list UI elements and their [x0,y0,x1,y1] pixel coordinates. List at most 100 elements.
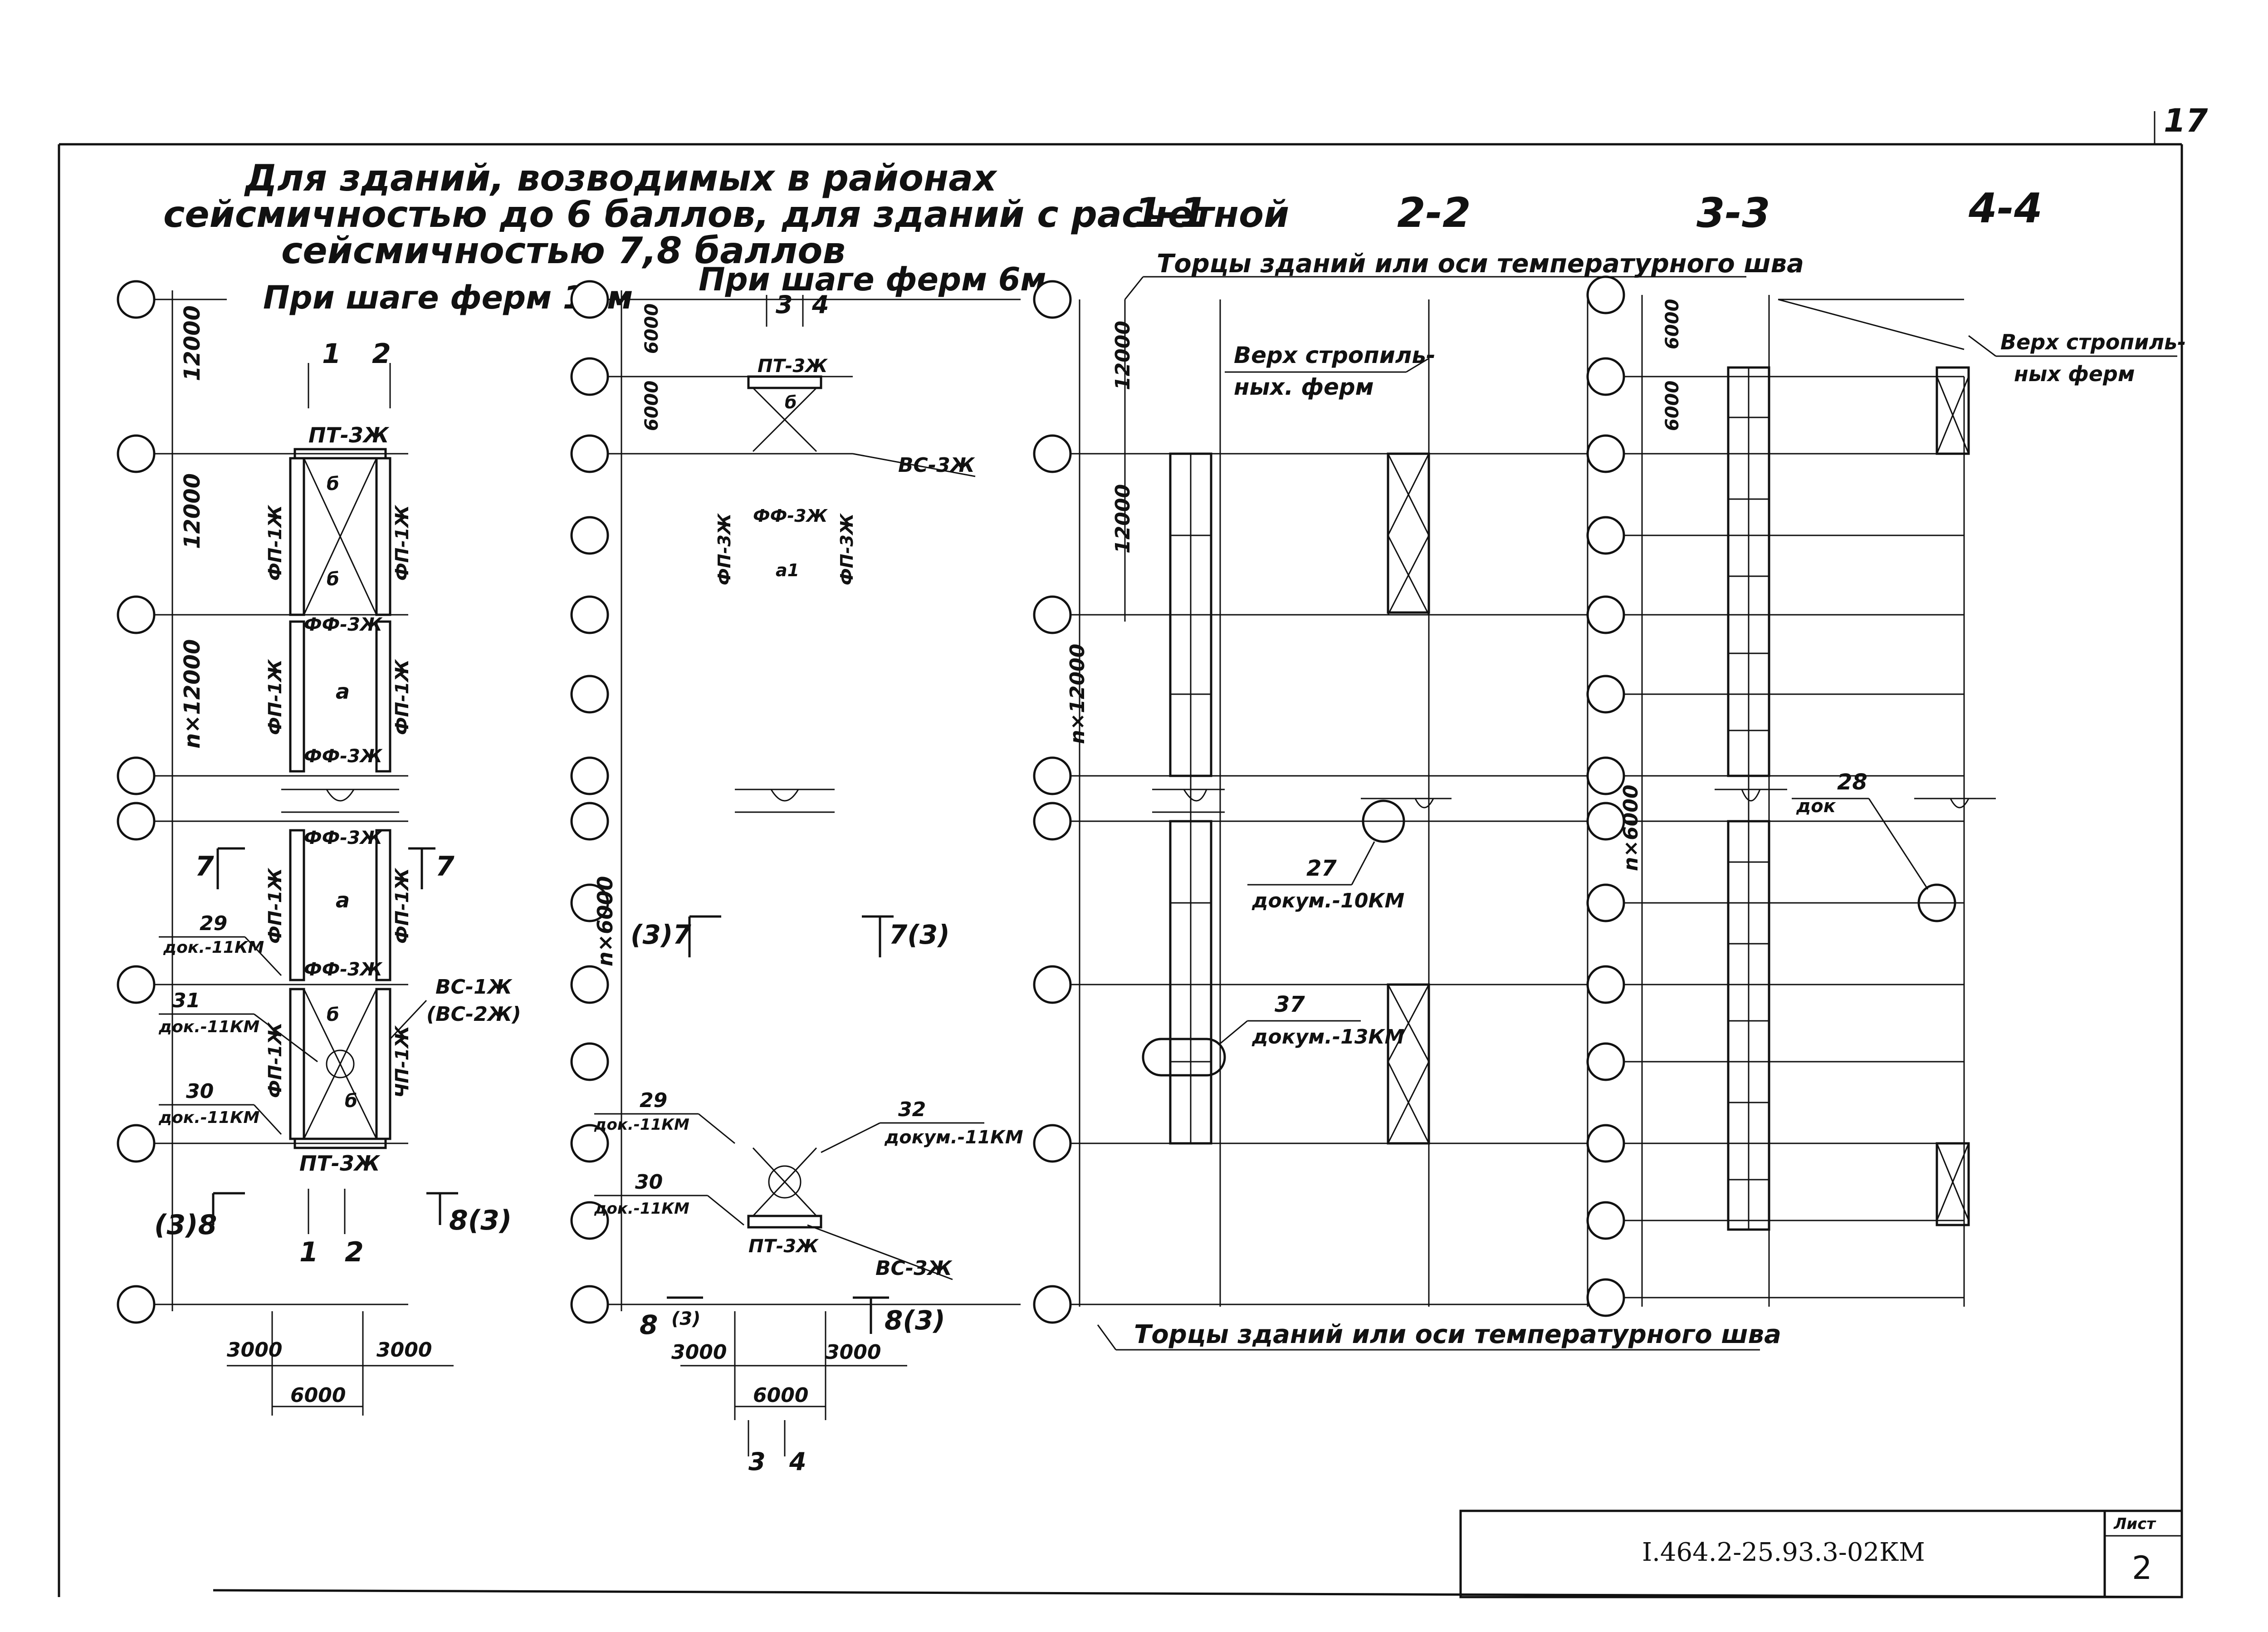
plan12-callout-30: 30 [186,1080,214,1103]
sections-truss-top-l2: ных. ферм [1234,374,1374,400]
plan12-mark-fp-l4: ФП-1Ж [265,1022,286,1098]
plan12-cut-8-right: 8(3) [449,1205,512,1236]
plan12-mark-bs: ВС-1Ж [435,975,513,999]
plan12-dim-3000-right: 3000 [376,1338,432,1362]
plan-truss-12m: При шаге ферм 12м 12000 12000 n×12000 [117,279,633,1416]
plan12-mark-fp-r3: ФП-1Ж [392,867,413,944]
sections-dim-12000-a: 12000 [1111,321,1134,390]
plan12-cut-7-right: 7 [435,851,455,882]
plan12-mark-a-2: a [336,888,350,912]
plan6-sec-cut-top-3: 3 [776,290,793,319]
plan12-grid [117,280,408,1324]
title-block-sheet-label: Лист [2113,1515,2156,1533]
plan12-sec-cut-top-2: 2 [372,338,391,370]
plan6-callout-30: 30 [635,1171,663,1194]
title-block: I.464.2-25.93.3-02КМ Лист 2 [1459,1509,2183,1598]
sections-ends-bot: Торцы зданий или оси температурного шва [1134,1320,1781,1349]
sections-truss-top-r1: Верх стропиль- [2000,330,2186,354]
plan6-mark-pt-top: ПТ-3Ж [758,356,828,377]
plan6-grid [570,280,1021,1324]
plan12-frame-columns [281,448,399,1149]
plan12-sec-cut-bot-2: 2 [345,1236,364,1268]
sections-ends-top: Торцы зданий или оси температурного шва [1157,249,1804,279]
plan12-mark-ff-2: ФФ-3Ж [304,746,383,767]
plan6-cut-8-left: 8 [640,1309,658,1340]
plan12-sec-cut-bot-1: 1 [299,1236,318,1268]
plan12-dim-12000-mid: 12000 [180,473,205,549]
sections-callout-28: 28 [1837,769,1867,795]
plan12-sec-cut-top-1: 1 [322,338,341,370]
sections-callout-27: 27 [1306,856,1337,881]
section-3-3-title: 3-3 [1696,189,1770,237]
sheet-frame: 17 [58,102,2208,1598]
plan6-mark-bs-bot: ВС-3Ж [875,1257,953,1280]
sections-callout-37-doc: докум.-13КМ [1251,1025,1404,1049]
plan12-mark-a-1: a [336,679,350,704]
plan6-callout-29: 29 [640,1089,667,1112]
sections-left-grid [1033,280,1589,1324]
plan12-mark-fp-r4: ЧП-1Ж [392,1025,413,1098]
plan12-callout-30-doc: док.-11КМ [158,1108,259,1127]
plan6-callout-32: 32 [898,1098,926,1121]
plan6-cut-8-left-sub: (3) [671,1309,700,1329]
sections-dim-n12000: n×12000 [1066,644,1089,744]
plan12-mark-b-3: б [327,1005,339,1025]
plan6-callout-30-doc: док.-11КМ [594,1200,689,1218]
sections-truss-top-l1: Верх стропиль- [1234,342,1436,368]
plan6-mark-a1: a1 [776,560,799,580]
plan12-callout-29-doc: док.-11КМ [163,938,264,957]
title-line-3: сейсмичностью 7,8 баллов [281,230,846,272]
plan6-cut-7-right: 7(3) [889,919,950,950]
plan12-mark-fp-l2: ФП-1Ж [265,659,286,735]
plan6-mark-ff: ФФ-3Ж [753,506,828,526]
plan12-mark-fp-r2: ФП-1Ж [392,659,413,735]
sections-right-grid [1586,275,1965,1317]
plan12-mark-b-2: б [327,569,339,590]
section-2-2-title: 2-2 [1397,189,1471,237]
plan6-callout-32-doc: докум.-11КМ [884,1127,1023,1148]
plan12-dim-n12000: n×12000 [180,639,205,749]
section-4-4-frame [1914,366,1996,1226]
section-4-4-title: 4-4 [1968,185,2043,232]
sections-callout-27-doc: докум.-10КМ [1251,889,1404,912]
sections-callout-28-doc: док [1796,796,1836,817]
sections-dim-12000-b: 12000 [1111,484,1134,554]
sections-callout-37: 37 [1275,992,1305,1017]
plan12-mark-pt-top: ПТ-3Ж [308,423,390,447]
section-2-2-frame [1361,452,1452,1145]
drawing-title: Для зданий, возводимых в районах сейсмич… [163,157,1289,272]
title-line-1: Для зданий, возводимых в районах [244,157,997,199]
section-1-1-frame [1142,452,1226,1145]
plan12-mark-fp-l1: ФП-1Ж [265,505,286,581]
sections-dim-n6000: n×6000 [1619,784,1642,871]
plan12-mark-b-1: б [327,474,339,495]
plan6-cut-8-right: 8(3) [885,1305,945,1336]
plan12-mark-bs-alt: (ВС-2Ж) [426,1003,521,1026]
plan6-mark-bs-top: ВС-3Ж [898,454,975,477]
section-1-1-title: 1-1 [1134,189,1208,237]
title-line-2: сейсмичностью до 6 баллов, для зданий с … [163,193,1289,235]
plan12-dim-6000: 6000 [290,1384,346,1407]
plan6-cut-7-left: (3)7 [631,919,691,950]
plan6-frame-columns [735,375,835,1229]
sections: 1-1 2-2 3-3 4-4 Торцы зданий или оси тем… [1033,185,2186,1351]
sections-dim-6000-a: 6000 [1662,299,1683,349]
plan12-mark-fp-l3: ФП-1Ж [265,867,286,944]
plan-truss-6m: При шаге ферм 6м 6000 6000 n×6000 3 [570,261,1046,1476]
plan6-sec-cut-bot-4: 4 [789,1447,807,1476]
plan12-callout-31-doc: док.-11КМ [158,1018,259,1036]
plan12-dim-3000-left: 3000 [227,1338,282,1362]
plan6-dim-3000-left: 3000 [671,1341,727,1364]
plan6-sec-cut-bot-3: 3 [748,1447,766,1476]
plan12-mark-ff-1: ФФ-3Ж [304,614,383,635]
plan12-mark-fp-r1: ФП-1Ж [392,505,413,581]
plan6-dim-n6000: n×6000 [593,876,617,966]
plan12-cut-8-left: (3)8 [154,1209,217,1241]
plan6-mark-fp-right: ФП-3Ж [837,513,857,585]
plan6-dim-3000-right: 3000 [826,1341,881,1364]
plan6-mark-fp-left: ФП-3Ж [714,513,734,585]
plan12-dim-12000-top: 12000 [180,305,205,381]
plan12-callout-31: 31 [172,989,200,1012]
title-block-sheet-no: 2 [2132,1549,2152,1587]
plan12-cut-7-left: 7 [195,851,214,882]
